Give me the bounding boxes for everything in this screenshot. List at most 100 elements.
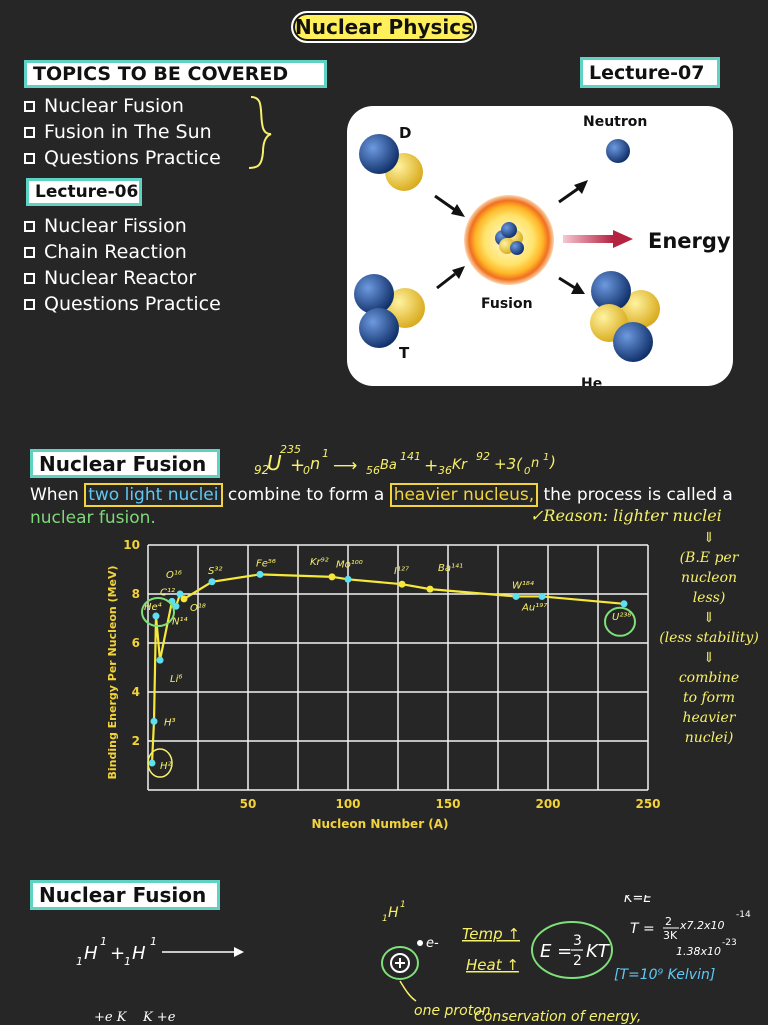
svg-text:1.38x10: 1.38x10 <box>676 945 721 958</box>
checkbox-icon <box>24 246 35 258</box>
page-title: Nuclear Physics <box>291 11 477 43</box>
list-item: Nuclear Reactor <box>24 265 221 291</box>
point-label: Mo¹⁰⁰ <box>336 559 363 570</box>
highlight-circle <box>604 606 636 637</box>
arrow-icon <box>451 204 465 217</box>
checkbox-icon <box>24 126 35 138</box>
fusion-reaction: 1 H 1 + 1 H 1 <box>76 935 244 968</box>
svg-text:1: 1 <box>150 935 157 948</box>
x-axis-label: Nucleon Number (A) <box>311 817 448 831</box>
svg-text:1: 1 <box>124 955 131 968</box>
section-heading: Nuclear Fusion <box>30 880 220 910</box>
highlight-circle <box>147 748 173 778</box>
checkbox-icon <box>24 298 35 310</box>
arrow-icon <box>452 266 465 279</box>
lecture-07-list: Nuclear Fusion Fusion in The Sun Questio… <box>24 93 221 171</box>
topics-heading: TOPICS TO BE COVERED <box>24 60 327 88</box>
y-tick-label: 8 <box>132 587 140 601</box>
svg-text:Conservation of energy,: Conservation of energy, <box>474 1009 641 1024</box>
svg-text:-14: -14 <box>736 910 751 920</box>
svg-text:e-: e- <box>426 936 439 951</box>
lecture-07-label: Lecture-07 <box>580 57 720 88</box>
y-tick-label: 2 <box>132 734 140 748</box>
proton-annotation: 1 H 1 e- one proton Temp ↑ Heat ↑ E = 3 … <box>381 895 751 1024</box>
proton-icon <box>390 953 410 973</box>
svg-text:0: 0 <box>524 466 530 477</box>
fusion-diagram: D T Fusion Energy Neutron <box>354 114 731 392</box>
data-point <box>208 578 216 586</box>
svg-text:92: 92 <box>476 450 490 463</box>
lecture-06-label: Lecture-06 <box>26 178 142 206</box>
svg-text:56: 56 <box>366 464 380 477</box>
x-tick-label: 250 <box>635 797 660 811</box>
svg-text:Kr: Kr <box>452 457 468 473</box>
highlight-heavier-nucleus: heavier nucleus, <box>389 483 539 507</box>
svg-text:1: 1 <box>543 452 549 463</box>
fission-equation: 92 U 235 + 0 n 1 ⟶ 56 Ba 141 + 36 Kr 92 … <box>254 443 556 477</box>
y-axis-label: Binding Energy Per Nucleon (MeV) <box>106 565 119 779</box>
svg-text:+: + <box>424 456 438 476</box>
y-tick-label: 4 <box>132 685 140 699</box>
list-item: Nuclear Fusion <box>24 93 221 119</box>
fusion-diagram-card: D T Fusion Energy Neutron <box>347 106 733 392</box>
point-label: U²³⁸ <box>612 612 631 623</box>
arrow-icon <box>234 947 244 957</box>
data-point <box>156 656 164 664</box>
label-he: He <box>581 376 602 386</box>
binding-energy-curve <box>150 573 625 764</box>
point-label: Li⁶ <box>170 674 182 685</box>
svg-text:3: 3 <box>573 933 582 949</box>
y-tick-label: 10 <box>123 538 140 552</box>
point-label: H² <box>160 761 172 772</box>
label-fusion: Fusion <box>481 296 533 312</box>
svg-text:+: + <box>110 943 125 964</box>
data-point <box>152 612 160 620</box>
label-energy: Energy <box>648 229 731 253</box>
svg-text:one proton: one proton <box>414 1003 491 1019</box>
checkbox-icon <box>24 220 35 232</box>
point-label: N¹⁴ <box>172 615 188 627</box>
side-notes: ⇓ (B.E per nucleon less) ⇓ (less stabili… <box>659 530 759 746</box>
svg-text:⟶: ⟶ <box>333 456 357 476</box>
svg-text:2: 2 <box>665 915 672 928</box>
svg-text:1: 1 <box>322 447 329 460</box>
section-heading: Nuclear Fusion <box>30 449 220 478</box>
svg-text:Ba: Ba <box>380 458 397 473</box>
list-item: Questions Practice <box>24 291 221 317</box>
x-tick-label: 100 <box>335 797 360 811</box>
point-label: W¹⁸⁴ <box>512 579 534 591</box>
svg-text:141: 141 <box>400 450 421 463</box>
svg-text:+: + <box>290 455 305 476</box>
svg-text:E =: E = <box>540 941 572 962</box>
point-label: He⁴ <box>144 601 162 613</box>
label-d: D <box>399 124 411 142</box>
svg-text:Heat ↑: Heat ↑ <box>466 956 519 974</box>
svg-text:0: 0 <box>303 464 310 477</box>
neutron-ball <box>354 274 394 314</box>
arrow-icon <box>574 180 588 194</box>
svg-text:n: n <box>310 454 320 473</box>
data-point <box>180 595 188 603</box>
data-point <box>398 580 406 588</box>
data-point <box>512 592 520 600</box>
svg-text:1: 1 <box>76 955 83 968</box>
svg-text:[T=10⁹ Kelvin]: [T=10⁹ Kelvin] <box>614 967 715 983</box>
data-point <box>538 592 546 600</box>
neutron-ball <box>359 308 399 348</box>
svg-text:K=E: K=E <box>624 895 652 906</box>
svg-text:1: 1 <box>382 914 388 924</box>
data-point <box>176 590 184 598</box>
point-label: O¹⁸ <box>190 603 206 614</box>
svg-text:36: 36 <box>438 464 452 477</box>
reason-annotation: ✓Reason: lighter nuclei <box>530 506 722 525</box>
point-label: H³ <box>164 717 176 728</box>
point-label: Kr⁹² <box>310 557 329 568</box>
point-label: I¹²⁷ <box>394 566 409 577</box>
highlight-circle <box>141 597 175 628</box>
point-label: Au¹⁹⁷ <box>521 602 547 613</box>
data-point <box>344 575 352 583</box>
checkbox-icon <box>24 272 35 284</box>
list-item: Nuclear Fission <box>24 213 221 239</box>
bottom-fragment: +e K K +e <box>94 1010 176 1025</box>
energy-arrow <box>563 235 613 243</box>
